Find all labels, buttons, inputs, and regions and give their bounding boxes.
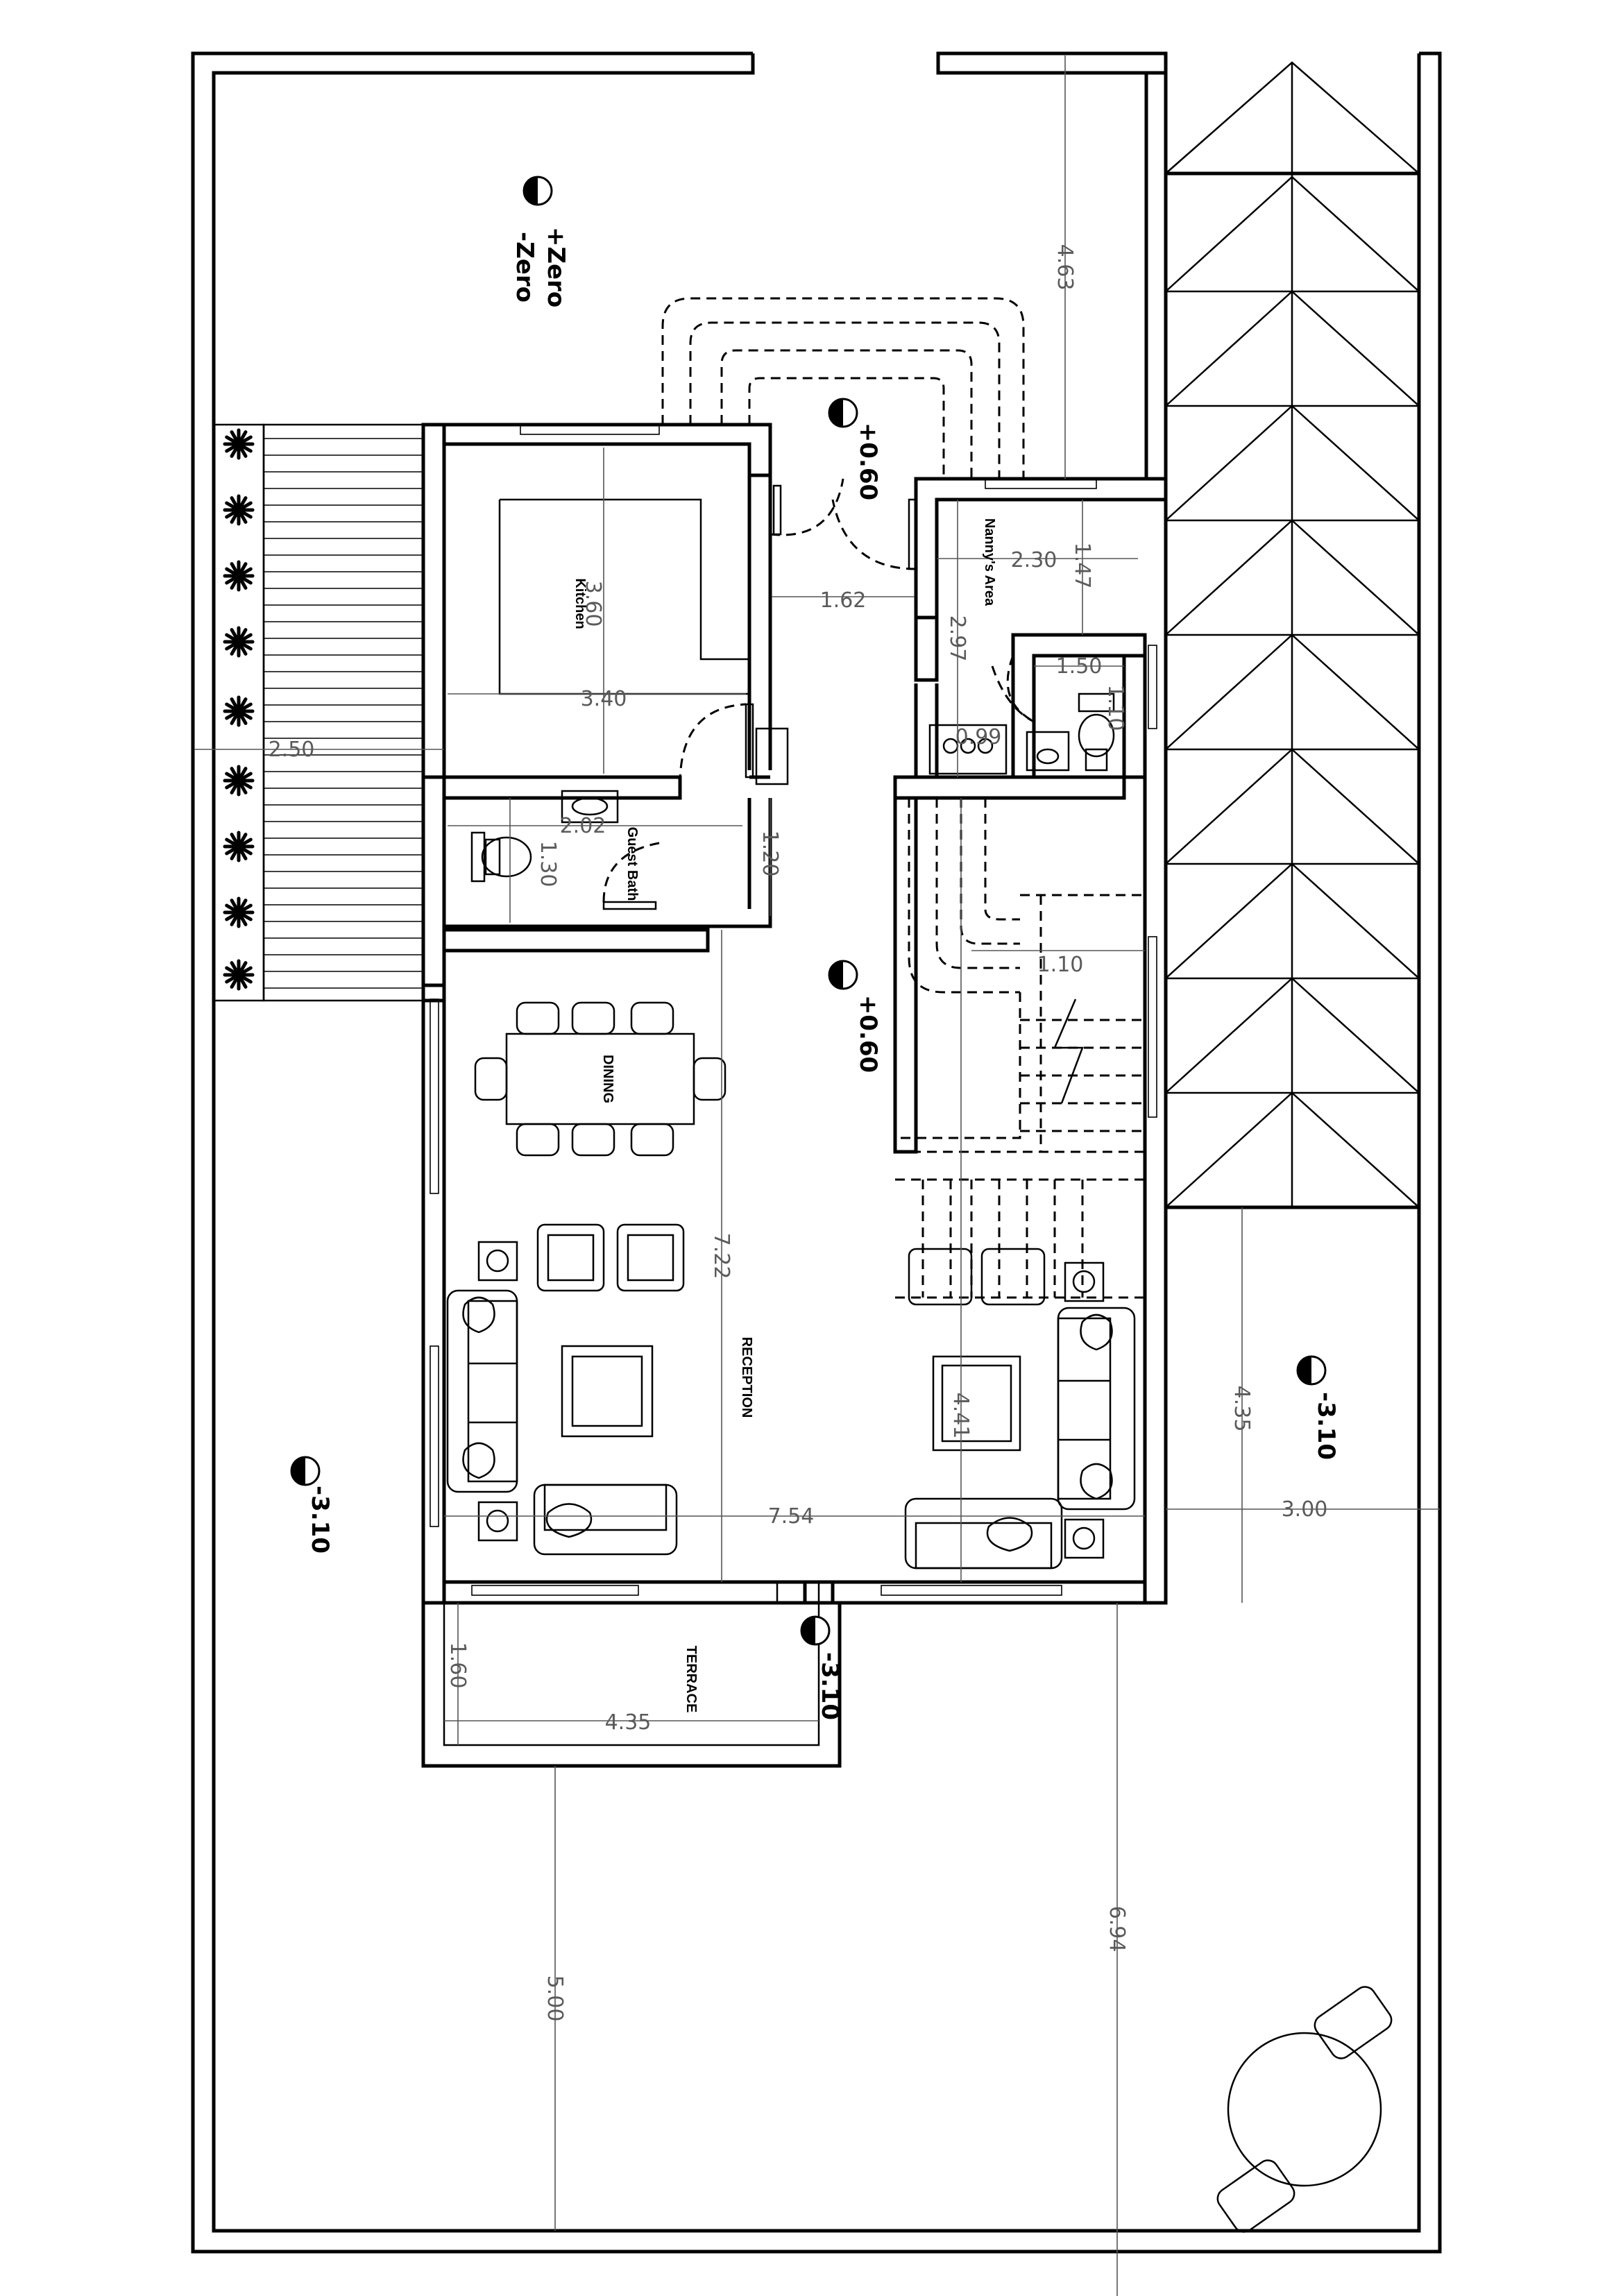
dim-label-230: 2.30	[1011, 548, 1057, 572]
dim-120: 1.20	[758, 831, 782, 877]
dim-label-360: 3.60	[581, 581, 605, 627]
dim-label-300: 3.00	[1282, 1497, 1328, 1522]
dim-label-722: 7.22	[709, 1233, 733, 1279]
level-label-mid-060: +0.60	[854, 995, 882, 1073]
marker-left-310-icon	[290, 1456, 321, 1486]
room-label-terrace: TERRACE	[683, 1646, 699, 1713]
dim-500: 5.00	[543, 1975, 567, 2022]
nanny-fixtures	[928, 692, 1115, 775]
dim-297: 2.97	[945, 615, 969, 662]
planter-hatch	[264, 438, 423, 989]
room-label-dining: DINING	[600, 1055, 615, 1103]
level-label-left-310: -3.10	[306, 1486, 334, 1554]
dim-435r: 4.35	[1230, 1386, 1254, 1432]
room-label-guest-bath: Guest Bath	[624, 827, 640, 901]
dim-label-110b: 1.10	[1037, 953, 1084, 977]
dim-label-340: 3.40	[581, 687, 627, 711]
marker-right-310-icon	[1296, 1355, 1327, 1386]
level-top-060: +0.60	[854, 423, 882, 500]
plant-icon	[223, 695, 255, 727]
dim-694: 6.94	[1105, 1906, 1129, 1953]
dim-label-463: 4.63	[1053, 244, 1077, 291]
dim-label-150: 1.50	[1056, 654, 1103, 679]
plants	[223, 428, 255, 991]
dim-label-500: 5.00	[543, 1975, 567, 2022]
plant-icon	[223, 428, 255, 460]
dim-label-435r: 4.35	[1230, 1386, 1254, 1432]
marker-mid-060-icon	[828, 960, 858, 990]
room-kitchen: Kitchen	[572, 578, 588, 629]
reception-furniture	[446, 1223, 1136, 1570]
dim-360: 3.60	[581, 581, 605, 627]
dim-label-297: 2.97	[945, 615, 969, 662]
dim-label-202: 2.02	[560, 814, 606, 838]
level-label-right-310: -3.10	[1312, 1392, 1340, 1460]
doors	[602, 478, 1035, 910]
marker-plus-zero-icon	[522, 176, 553, 206]
dim-722: 7.22	[709, 1233, 733, 1279]
terrace	[421, 1601, 842, 1768]
level-mid-060: +0.60	[854, 995, 882, 1073]
dim-110a: 1.10	[1103, 685, 1128, 731]
dim-463: 4.63	[1053, 244, 1077, 291]
room-terrace: TERRACE	[683, 1646, 699, 1713]
staircase	[895, 798, 1145, 1299]
parking-strip	[1164, 61, 1421, 1209]
level-minus-zero: -Zero	[511, 232, 538, 303]
dim-label-694: 6.94	[1105, 1906, 1129, 1953]
room-dining: DINING	[600, 1055, 615, 1103]
plant-icon	[223, 959, 255, 991]
level-right-310: -3.10	[1312, 1392, 1340, 1460]
dim-label-435t: 4.35	[605, 1710, 652, 1735]
dim-label-162: 1.62	[820, 588, 867, 613]
dim-label-147: 1.47	[1070, 543, 1094, 589]
level-bottom-310: -3.10	[816, 1652, 844, 1720]
entrance-steps	[661, 297, 1025, 479]
dim-label-120: 1.20	[758, 831, 782, 877]
marker-top-060-icon	[828, 398, 858, 428]
dining-set	[474, 1001, 726, 1157]
room-reception: RECEPTION	[739, 1337, 754, 1418]
level-markers	[290, 176, 1327, 1646]
dim-label-110a: 1.10	[1103, 685, 1128, 731]
dim-label-099: 0.99	[955, 725, 1002, 749]
level-plus-zero: +Zero	[542, 227, 570, 307]
room-label-reception: RECEPTION	[739, 1337, 754, 1418]
room-nanny: Nanny's Area	[982, 518, 997, 606]
level-label-plus-zero: +Zero	[542, 227, 570, 307]
plant-icon	[223, 896, 255, 928]
dim-160: 1.60	[445, 1642, 470, 1689]
dim-label-441: 4.41	[949, 1393, 973, 1439]
guest-bath-fixtures	[470, 790, 619, 883]
plot-boundary	[191, 51, 1442, 2254]
plant-icon	[223, 765, 255, 797]
plant-icon	[223, 560, 255, 592]
dim-label-754: 7.54	[768, 1504, 815, 1529]
plant-icon	[223, 494, 255, 526]
dim-label-130: 1.30	[536, 841, 560, 887]
plant-icon	[223, 626, 255, 658]
dim-label-160: 1.60	[445, 1642, 470, 1689]
dim-441: 4.41	[949, 1393, 973, 1439]
kitchen-counter	[448, 448, 749, 774]
level-label-top-060: +0.60	[854, 423, 882, 500]
garden-table	[1216, 1986, 1393, 2233]
dim-130: 1.30	[536, 841, 560, 887]
marker-bottom-310-icon	[800, 1615, 831, 1646]
dimension-lines	[194, 56, 1440, 2296]
room-label-nanny: Nanny's Area	[982, 518, 997, 606]
windows	[430, 424, 1157, 1604]
house-walls	[421, 423, 1168, 1605]
level-left-310: -3.10	[306, 1486, 334, 1554]
dim-147: 1.47	[1070, 543, 1094, 589]
room-guest-bath: Guest Bath	[624, 827, 640, 901]
level-label-minus-zero: -Zero	[511, 232, 538, 303]
dim-label-250: 2.50	[269, 738, 315, 762]
plant-icon	[223, 831, 255, 862]
room-label-kitchen: Kitchen	[572, 578, 588, 629]
level-label-bottom-310: -3.10	[816, 1652, 844, 1720]
